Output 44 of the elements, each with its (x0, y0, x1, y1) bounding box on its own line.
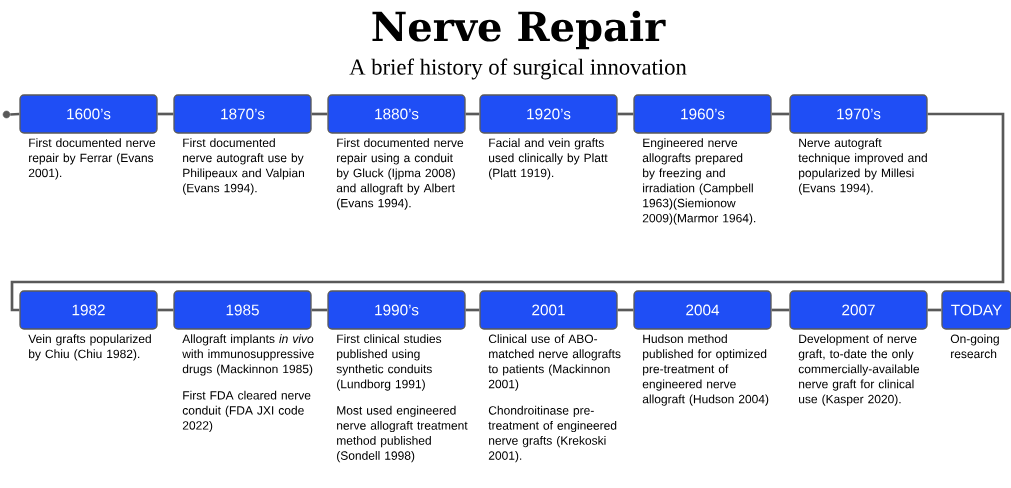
description-text: First FDA cleared nerve conduit (FDA JXI code 2022) (182, 390, 311, 433)
year-box: TODAY (941, 290, 1011, 330)
connector-line (157, 112, 174, 116)
year-box: 1920’s (479, 94, 618, 134)
connector-line (465, 308, 480, 312)
connector-line (771, 308, 790, 312)
description-text: Most used engineered nerve allograft treatment method published (Sondell 1998) (337, 405, 468, 463)
year-box: 1970’s (789, 94, 928, 134)
connector-line (10, 112, 1005, 312)
connector-line (10, 112, 20, 116)
description-text: Allograft implants in vivo with immunosuppressive drugs (Mackinnon 1985) (182, 334, 314, 376)
connector-line (311, 112, 328, 116)
year-box: 1985 (173, 290, 312, 330)
subtitle: A brief history of surgical innovation (349, 58, 687, 80)
connector-line (617, 112, 634, 116)
year-box: 1880’s (327, 94, 466, 134)
connector-line (617, 308, 634, 312)
description-text: Development of nerve graft, to-date the only commercially-available nerve graft for clinical use (Kasper 2020). (798, 334, 920, 406)
description-text: First documented nerve repair using a conduit by Gluck (Ijpma 2008) and allograft by Albert (Evans 1994). (336, 138, 464, 210)
year-box: 2007 (789, 290, 928, 330)
year-box: 1982 (19, 290, 158, 330)
description-text: Hudson method published for optimized pre-treatment of engineered nerve allograft (Hudson 2004) (642, 334, 769, 406)
year-box: 2004 (633, 290, 772, 330)
description-text: Vein grafts popularized by Chiu (Chiu 1982). (28, 334, 151, 361)
title: Nerve Repair (372, 10, 666, 50)
description-text: Facial and vein grafts used clinically by Platt (Platt 1919). (489, 138, 608, 180)
year-box: 2001 (479, 290, 618, 330)
description-text: First clinical studies published using synthetic conduits (Lundborg 1991) (336, 334, 442, 391)
description-text: Nerve autograft technique improved and popularized by Millesi (Evans 1994). (798, 138, 927, 195)
year-box: 1600’s (19, 94, 158, 134)
year-box: 1990’s (327, 290, 466, 330)
connector-line (157, 308, 174, 312)
description-text: Engineered nerve allografts prepared by freezing and irradiation (Campbell 1963)(Siemionow 2009)(Marmor 1964). (642, 138, 756, 225)
year-box: 1960’s (633, 94, 772, 134)
year-box: 1870’s (173, 94, 312, 134)
connector-line (771, 112, 790, 116)
description-text: Chondroitinase pre-treatment of engineered nerve grafts (Krekoski 2001). (488, 405, 617, 463)
connector-line (311, 308, 328, 312)
description-text: On-going research (950, 334, 999, 359)
description-text: First documented nerve repair by Ferrar (Evans 2001). (28, 138, 156, 180)
description-text: First documented nerve autograft use by Philipeaux and Valpian (Evans 1994). (183, 138, 304, 195)
connector-line (465, 112, 480, 116)
connector-line (927, 308, 942, 312)
description-text: Clinical use of ABO-matched nerve allografts to patients (Mackinnon 2001) (488, 334, 621, 391)
